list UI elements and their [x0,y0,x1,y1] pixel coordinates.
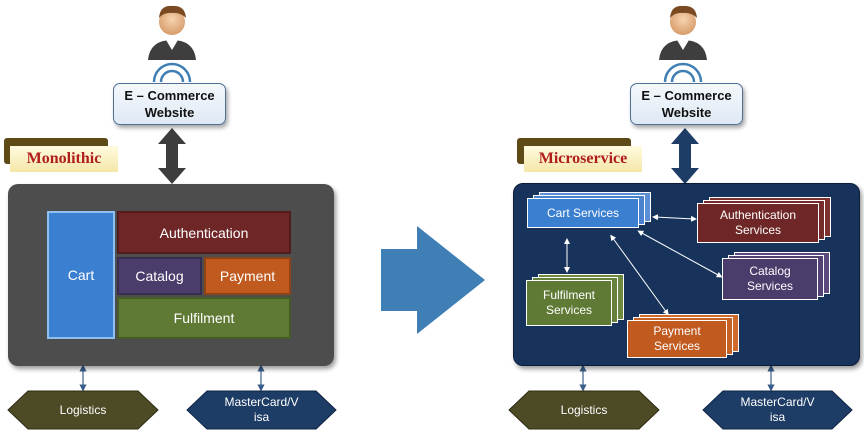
payment-services-label-line1: Payment [653,324,701,338]
module-catalog-label: Catalog [135,268,184,284]
catalog-services-label-line2: Services [746,279,793,293]
ecommerce-website-box: E – Commerce Website [113,83,226,125]
payments-shape [702,390,853,430]
wifi-signal-icon [663,62,703,83]
fulfilment-services-label-line2: Services [545,303,592,317]
logistics-label-box: Logistics [509,391,659,429]
catalog-services-card: Catalog Services [722,258,818,300]
catalog-services-label-line1: Catalog [749,264,791,278]
authentication-services-stack: Authentication Services [697,197,837,249]
payments-label-box: MasterCard/V isa [703,391,852,429]
module-payment-label: Payment [219,268,276,284]
microservice-tag-label: Microservice [538,150,628,167]
module-fulfilment: Fulfilment [117,297,291,339]
payments-label-line1: MasterCard/V [740,395,815,409]
authentication-services-label-line1: Authentication [719,208,797,222]
payments-label-line2: isa [769,410,786,424]
logistics-label-box: Logistics [8,391,158,429]
fulfilment-services-card: Fulfilment Services [526,280,612,326]
module-authentication: Authentication [117,211,291,254]
module-catalog: Catalog [117,257,202,295]
payments-label-line2: isa [253,410,270,424]
website-label-line1: E – Commerce [641,88,732,103]
module-payment: Payment [204,257,291,295]
authentication-services-label-line2: Services [734,223,781,237]
monolithic-tag-label: Monolithic [26,150,102,167]
catalog-services-stack: Catalog Services [722,252,834,304]
wifi-signal-icon [152,62,192,83]
double-arrow-icon [158,128,186,184]
double-arrow-icon [671,128,699,184]
cart-services-card: Cart Services [527,198,639,228]
payments-label-box: MasterCard/V isa [187,391,336,429]
payment-services-stack: Payment Services [627,314,747,362]
logistics-shape [508,390,660,430]
website-label-line2: Website [144,105,195,120]
user-avatar-icon [659,5,707,60]
module-authentication-label: Authentication [159,224,249,241]
transition-arrow-icon [381,226,485,334]
website-label-line2: Website [661,105,712,120]
logistics-shape [7,390,159,430]
cart-services-label: Cart Services [546,205,620,220]
cart-services-stack: Cart Services [527,192,657,238]
payment-services-label-line2: Services [653,339,700,353]
module-fulfilment-label: Fulfilment [173,310,235,326]
fulfilment-services-stack: Fulfilment Services [526,274,626,330]
payment-services-card: Payment Services [627,320,727,358]
module-cart: Cart [47,211,115,339]
payments-label-line1: MasterCard/V [224,395,299,409]
fulfilment-services-label-line1: Fulfilment [542,288,595,302]
ecommerce-website-box: E – Commerce Website [630,83,743,125]
logistics-label: Logistics [560,402,608,417]
module-cart-label: Cart [67,267,95,283]
user-avatar-icon [148,5,196,60]
logistics-label: Logistics [59,402,107,417]
microservice-tag: Microservice [524,146,642,172]
monolithic-tag: Monolithic [10,146,118,172]
payments-shape [186,390,337,430]
website-label-line1: E – Commerce [124,88,215,103]
authentication-services-card: Authentication Services [697,203,819,243]
